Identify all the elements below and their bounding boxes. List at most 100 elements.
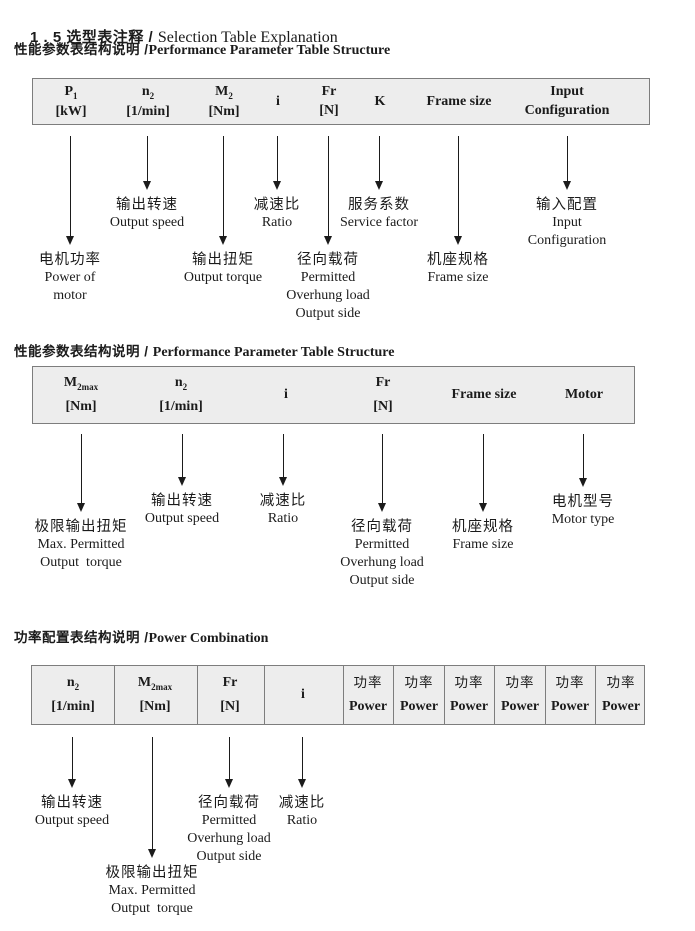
down-arrowhead-icon (142, 181, 151, 190)
cell-text: [Nm] (65, 399, 96, 415)
cell-text-main: Power (449, 699, 489, 714)
section-heading-cn: 性能参数表结构说明 / (14, 42, 149, 57)
arrow-line (328, 136, 329, 237)
cell-text: K (375, 94, 386, 110)
arrow-line (70, 136, 71, 237)
cell-text-subscript: 2max (77, 381, 99, 392)
callout-line: Ratio (286, 813, 318, 828)
cell-text-main: M (63, 375, 78, 390)
table-header-cell: Frame size (452, 367, 517, 423)
table-header-cell: n2[1/min] (159, 367, 203, 423)
callout-line: 输出转速 (115, 197, 178, 213)
table-header-cell: P1[kW] (55, 79, 86, 124)
cell-text: Motor (565, 387, 603, 403)
down-arrowhead-icon (297, 779, 306, 788)
callout-line: motor (53, 288, 87, 303)
cell-text-main: n (66, 675, 75, 690)
cell-text-main: Frame size (426, 93, 492, 109)
cell-text: [kW] (55, 104, 86, 120)
callout-line: 减速比 (259, 493, 307, 509)
section-heading-cn: 性能参数表结构说明 / (14, 344, 153, 359)
cell-text-main: 功率 (454, 675, 484, 690)
cell-text: M2max (64, 375, 98, 395)
table-header-cell: Fr[N] (319, 79, 338, 124)
callout-line: Configuration (527, 233, 607, 248)
callout-line: 径向载荷 (198, 795, 260, 811)
cell-text: 功率 (607, 675, 636, 691)
arrow-line (283, 434, 284, 478)
callout-line: Power of (44, 270, 96, 285)
callout-line: Output speed (34, 813, 110, 828)
callout-line: 机座规格 (427, 252, 489, 268)
arrow-line (277, 136, 278, 182)
arrow-line (229, 737, 230, 780)
cell-text-main: [N] (220, 699, 240, 714)
cell-text: i (301, 687, 305, 703)
table-header-cell: M2max [Nm] (64, 367, 98, 423)
arrow-line (567, 136, 568, 182)
cell-divider (393, 666, 394, 724)
table-header-cell: i (276, 79, 280, 124)
callout-line: Ratio (261, 215, 293, 230)
callout-line: Max. Permitted (37, 537, 125, 552)
cell-text-main: M (215, 84, 229, 99)
cell-text: P1 (64, 84, 77, 104)
arrow-line (379, 136, 380, 182)
down-arrowhead-icon (562, 181, 571, 190)
callout-line: Output speed (109, 215, 185, 230)
cell-text-main: [1/min] (51, 699, 95, 714)
table-header-cell: K (375, 79, 386, 124)
callout-label: 输出转速 Output speed (110, 196, 184, 232)
callout-line: 径向载荷 (351, 519, 413, 535)
section-heading: 性能参数表结构说明 / Performance Parameter Table … (14, 340, 394, 361)
cell-text: [N] (373, 399, 392, 415)
cell-text: i (276, 94, 280, 110)
cell-text: 功率 (405, 675, 434, 691)
cell-text: [1/min] (159, 399, 203, 415)
cell-text-subscript: 2 (182, 381, 188, 392)
cell-text-main: [1/min] (159, 399, 203, 414)
table-header-cell: Fr [N] (373, 367, 392, 423)
cell-divider (444, 666, 445, 724)
table-header-cell: i (301, 666, 305, 724)
callout-line: Overhung load (187, 831, 271, 846)
down-arrowhead-icon (177, 477, 186, 486)
cell-text-subscript: 2max (151, 681, 173, 692)
cell-text: 功率 (556, 675, 585, 691)
down-arrowhead-icon (374, 181, 383, 190)
down-arrowhead-icon (65, 236, 74, 245)
cell-text: Input (550, 84, 583, 100)
cell-text: Power (602, 699, 640, 715)
cell-text: i (284, 387, 288, 403)
cell-text-main: Input (550, 84, 584, 99)
callout-line: 径向载荷 (297, 252, 359, 268)
cell-text-main: Power (348, 699, 388, 714)
down-arrowhead-icon (278, 477, 287, 486)
cell-text-main: Fr (375, 375, 391, 390)
arrow-line (147, 136, 148, 182)
cell-text-main: [Nm] (208, 103, 240, 119)
callout-line: 输出转速 (40, 795, 103, 811)
cell-text-main: i (276, 93, 280, 109)
callout-line: 电机功率 (39, 252, 101, 268)
callout-line: Overhung load (340, 555, 424, 570)
callout-line: 极限输出扭矩 (34, 519, 128, 535)
cell-text-main: P (64, 84, 74, 99)
callout-label: 电机功率 Power of motor (39, 251, 101, 305)
callout-line: 电机型号 (551, 494, 614, 510)
